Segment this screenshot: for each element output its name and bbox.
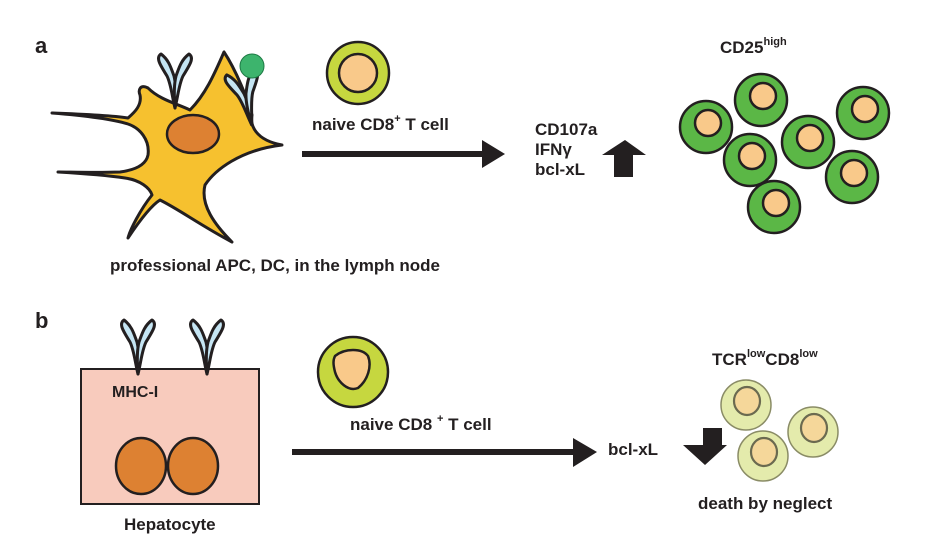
- activated-t-cell: [835, 85, 891, 141]
- apc-label: professional APC, DC, in the lymph node: [110, 256, 440, 275]
- mhc-arm-right: [135, 318, 156, 376]
- marker-name: TCR: [712, 350, 747, 369]
- marker: IFNγ: [535, 140, 572, 159]
- mhc-arm-right: [244, 67, 260, 127]
- peptide-icon: [239, 53, 265, 79]
- cell-name: naive CD8: [350, 415, 437, 434]
- marker-name: CD25: [720, 38, 764, 57]
- neglected-t-cell: [737, 430, 789, 482]
- marker-list-b: bcl-xL: [608, 440, 658, 460]
- activated-t-cell: [780, 114, 836, 170]
- neglected-t-cell: [787, 406, 839, 458]
- dc-body: [50, 50, 284, 244]
- mhc-arm-right: [172, 52, 193, 110]
- mhc-arm-right: [204, 318, 225, 376]
- cell-name-tail: T cell: [443, 415, 492, 434]
- activated-t-cell: [733, 72, 789, 128]
- activated-t-cell: [824, 149, 880, 205]
- marker-name: CD8: [765, 350, 800, 369]
- panel-letter-b: b: [35, 308, 49, 333]
- hepatocyte-cell: [80, 368, 260, 505]
- cell-label: Hepatocyte: [124, 515, 216, 534]
- superscript: low: [799, 348, 818, 361]
- superscript: +: [394, 113, 401, 126]
- arrow-down-icon: [683, 428, 727, 465]
- dendritic-cell: [50, 50, 284, 244]
- arrow-right-icon: [292, 438, 597, 467]
- arrow-up-icon: [602, 140, 646, 177]
- activated-cell-cluster: [678, 72, 891, 235]
- arrow-right-icon: [302, 140, 505, 168]
- dc-nucleus: [165, 113, 221, 155]
- naive-t-cell: [316, 335, 390, 409]
- mhc-receptor-icon: [157, 52, 193, 110]
- arrow-label-b: naive CD8 + T cell: [350, 413, 492, 435]
- mhc-receptor-icon: [223, 67, 260, 127]
- result-label-a: CD25high: [720, 36, 787, 58]
- neglected-t-cell: [720, 379, 772, 431]
- cell-name-tail: T cell: [400, 115, 449, 134]
- hepatocyte-nucleus: [166, 436, 220, 496]
- marker-list-a: CD107a IFNγ bcl-xL: [535, 120, 597, 180]
- mhc-receptor-icon: [120, 318, 156, 376]
- receptor-label: MHC-I: [112, 384, 159, 401]
- superscript: high: [763, 36, 787, 49]
- result-label-b: TCRlowCD8low: [712, 348, 818, 370]
- panel-letter-a: a: [35, 33, 48, 58]
- mhc-receptor-icon: [189, 318, 225, 376]
- naive-t-cell: [325, 40, 391, 106]
- arrow-label-a: naive CD8+ T cell: [312, 113, 449, 135]
- marker: bcl-xL: [535, 160, 586, 179]
- neglected-cell-cluster: [720, 379, 839, 482]
- superscript: +: [436, 413, 444, 426]
- activated-t-cell: [722, 132, 778, 188]
- activated-t-cell: [678, 99, 734, 155]
- hepatocyte-nucleus: [114, 436, 168, 496]
- activated-t-cell: [746, 179, 802, 235]
- marker: CD107a: [535, 120, 598, 139]
- outcome-label: death by neglect: [698, 494, 833, 513]
- marker: bcl-xL: [608, 440, 659, 459]
- cell-name: naive CD8: [312, 115, 395, 134]
- superscript: low: [746, 348, 766, 361]
